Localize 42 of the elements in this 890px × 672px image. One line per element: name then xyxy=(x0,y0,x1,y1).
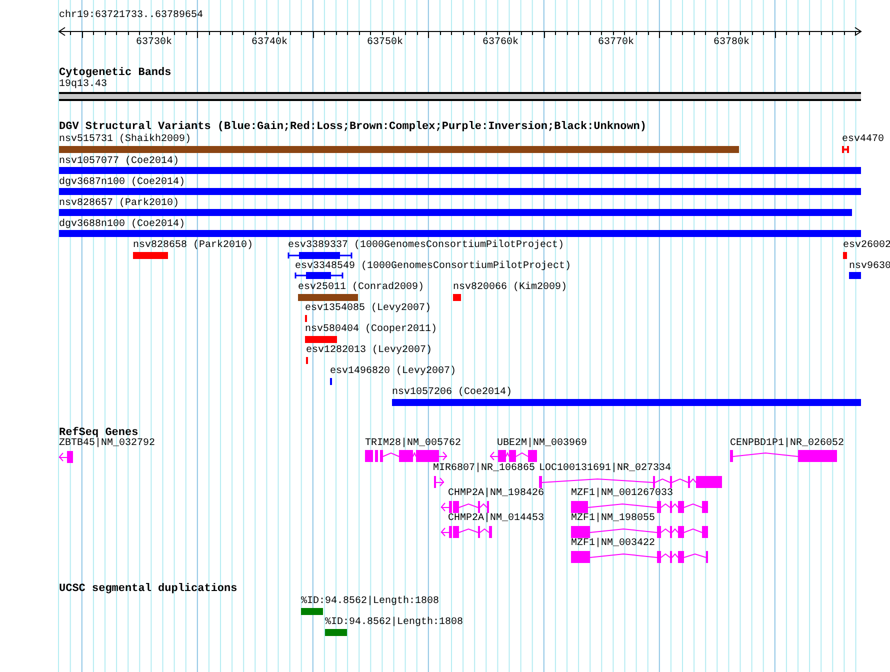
feature-label: nsv828658 (Park2010) xyxy=(133,240,254,252)
feature-label: esv3348549 (1000GenomesConsortiumPilotProject) xyxy=(295,261,572,273)
tick-label: 63780k xyxy=(714,37,750,49)
gene-label: CHMP2A|NM_014453 xyxy=(448,513,544,525)
track-heading: RefSeq Genes xyxy=(59,427,138,439)
gene-label: UBE2M|NM_003969 xyxy=(497,438,588,450)
feature-label: esv26002 xyxy=(843,240,890,252)
feature-label: esv1496820 (Levy2007) xyxy=(330,366,456,378)
feature-label: nsv1057077 (Coe2014) xyxy=(59,156,180,168)
gene-label: TRIM28|NM_005762 xyxy=(365,438,462,450)
tick-label: 63740k xyxy=(252,37,288,49)
feature-label: esv1282013 (Levy2007) xyxy=(306,345,432,357)
tick-label: 63750k xyxy=(367,37,404,49)
gene-label: CHMP2A|NM_198426 xyxy=(448,488,544,500)
feature-label: %ID:94.8562|Length:1808 xyxy=(301,596,440,608)
feature-label: esv1354085 (Levy2007) xyxy=(305,303,432,315)
gene-label: CENPBD1P1|NR_026052 xyxy=(730,438,844,450)
feature-label: nsv828657 (Park2010) xyxy=(59,198,180,210)
gene-label: LOC100131691|NR_027334 xyxy=(539,463,672,475)
gene-label: MZF1|NM_198055 xyxy=(571,513,656,525)
coordinate-title: chr19:63721733..63789654 xyxy=(59,10,204,22)
feature-label: nsv515731 (Shaikh2009) xyxy=(59,134,192,146)
gene-label: MIR6807|NR_106865 xyxy=(433,463,536,475)
track-heading: Cytogenetic Bands xyxy=(59,67,172,79)
feature-label: nsv820066 (Kim2009) xyxy=(453,282,568,294)
tick-label: 63760k xyxy=(482,37,519,49)
gene-label: ZBTB45|NM_032792 xyxy=(59,438,156,450)
band-label: 19q13.43 xyxy=(59,79,108,91)
track-heading: DGV Structural Variants (Blue:Gain;Red:Loss;Brown:Complex;Purple:Inversion;Black:Unknown) xyxy=(59,121,646,133)
feature-label: esv4470 xyxy=(842,134,884,146)
feature-label: esv25011 (Conrad2009) xyxy=(298,282,424,294)
feature-label: esv3389337 (1000GenomesConsortiumPilotProject) xyxy=(288,240,564,252)
feature-label: nsv1057206 (Coe2014) xyxy=(392,387,512,399)
feature-label: nsv580404 (Cooper2011) xyxy=(305,324,438,336)
feature-label: dgv3688n100 (Coe2014) xyxy=(59,219,186,231)
feature-label: %ID:94.8562|Length:1808 xyxy=(325,617,464,629)
tick-label: 63770k xyxy=(598,37,634,49)
tick-label: 63730k xyxy=(136,37,172,49)
track-heading: UCSC segmental duplications xyxy=(59,583,238,595)
feature-label: dgv3687n100 (Coe2014) xyxy=(59,177,186,189)
gene-label: MZF1|NM_001267033 xyxy=(571,488,674,500)
gene-label: MZF1|NM_003422 xyxy=(571,538,656,550)
